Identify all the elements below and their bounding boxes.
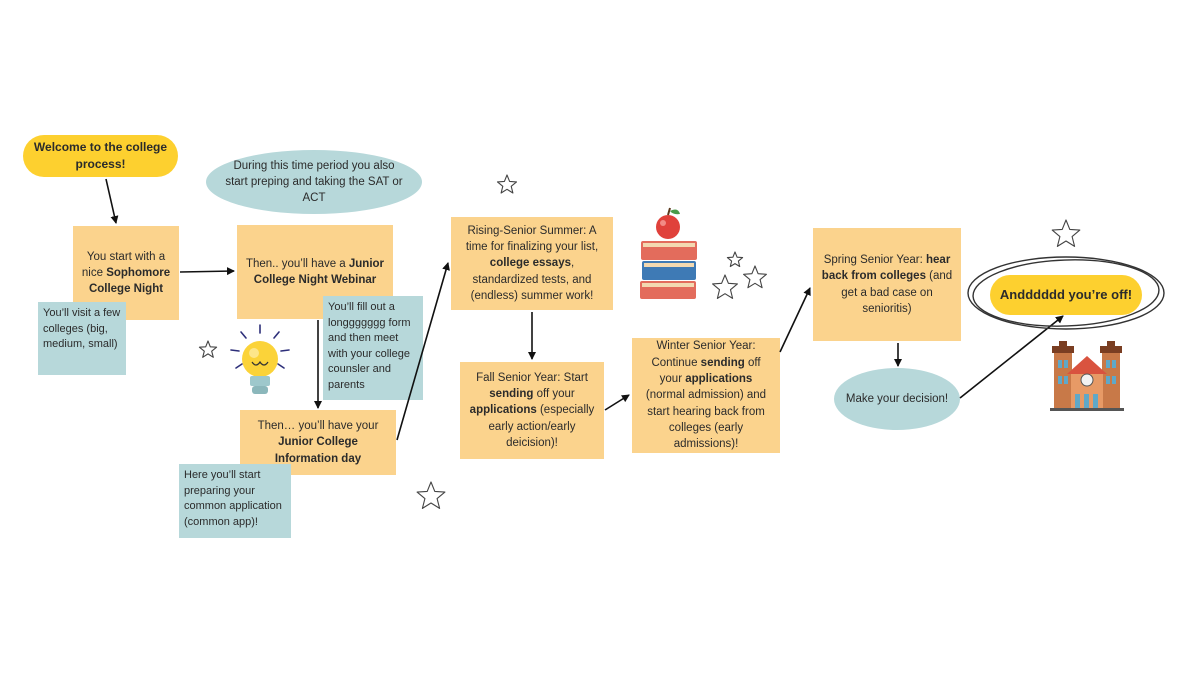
arrow-sophomore-to-webinar: [179, 267, 235, 276]
test-note-text: During this time period you also start p…: [225, 159, 403, 205]
webinar-note: You’ll fill out a longgggggg form and th…: [323, 296, 423, 400]
fall-bold-applications: applications: [469, 404, 537, 417]
fall-bold-sending: sending: [489, 388, 534, 400]
winter-bold-sending: sending: [700, 356, 745, 369]
spring-bold: hear back from colleges: [821, 253, 951, 283]
sophomore-text: You start with a nice: [81, 250, 166, 279]
winter-bold-applications: applications: [685, 373, 753, 386]
winter-box: Winter Senior Year: Continue sending off…: [632, 338, 780, 453]
end-node: Andddddd you’re off!: [990, 275, 1142, 315]
webinar-note-text: You’ll fill out a longgggggg form and th…: [328, 301, 411, 392]
star-icon: [496, 174, 518, 194]
info-note: Here you’ll start preparing your common …: [179, 464, 291, 538]
info-note-text: Here you’ll start preparing your common …: [184, 469, 282, 528]
summer-box: Rising-Senior Summer: A time for finaliz…: [451, 217, 613, 310]
scribble-circle: [967, 256, 1165, 330]
summer-bold: college essays: [489, 257, 571, 270]
arrow-fall-to-winter: [604, 394, 630, 411]
lightbulb-icon: [230, 324, 290, 394]
arrow-info-to-summer: [396, 262, 450, 441]
arrow-start-to-sophomore: [105, 178, 119, 224]
info-bold: Junior College Information day: [274, 436, 362, 465]
decision-text: Make your decision!: [845, 392, 949, 405]
end-text: Andddddd you’re off!: [999, 286, 1133, 302]
webinar-text: Then.. you’ll have a: [245, 257, 349, 270]
winter-text-end: (normal admission) and start hearing bac…: [645, 389, 767, 451]
spring-text: Spring Senior Year:: [823, 253, 926, 266]
sophomore-bold: Sophomore College Night: [88, 266, 171, 296]
fall-text-mid: off your: [533, 388, 575, 400]
star-icon: [1051, 219, 1081, 247]
summer-text-end: , standardized tests, and (endless) summ…: [470, 257, 594, 302]
start-text: Welcome to the college process!: [33, 139, 168, 171]
star-icon: [198, 340, 218, 358]
star-icon: [712, 274, 738, 299]
arrow-decision-to-end: [959, 315, 1064, 399]
fall-text: Fall Senior Year: Start: [476, 371, 588, 384]
sophomore-note-text: You’ll visit a few colleges (big, medium…: [43, 307, 121, 351]
sophomore-night-box: You start with a nice Sophomore College …: [73, 226, 179, 320]
decision-oval: Make your decision!: [834, 368, 960, 430]
star-icon: [416, 481, 446, 509]
winter-text: Winter Senior Year: Continue: [651, 340, 756, 369]
star-icon: [743, 265, 767, 289]
spring-box: Spring Senior Year: hear back from colle…: [813, 228, 961, 341]
webinar-bold: Junior College Night Webinar: [253, 257, 385, 286]
fall-box: Fall Senior Year: Start sending off your…: [460, 362, 604, 459]
summer-text: Rising-Senior Summer: A time for finaliz…: [465, 224, 599, 253]
spring-text-end: (and get a bad case on senioritis): [841, 270, 953, 315]
sophomore-note: You’ll visit a few colleges (big, medium…: [38, 302, 126, 375]
test-note-oval: During this time period you also start p…: [206, 150, 422, 214]
books-apple-icon: [640, 207, 697, 299]
fall-text-end: (especially early action/early deicision…: [488, 404, 595, 449]
star-icon: [726, 251, 744, 268]
college-building-icon: [1050, 341, 1124, 411]
start-node: Welcome to the college process!: [23, 135, 178, 177]
arrow-winter-to-spring: [779, 287, 811, 353]
info-text: Then… you’ll have your: [257, 420, 379, 432]
winter-text-mid: off your: [659, 356, 761, 386]
